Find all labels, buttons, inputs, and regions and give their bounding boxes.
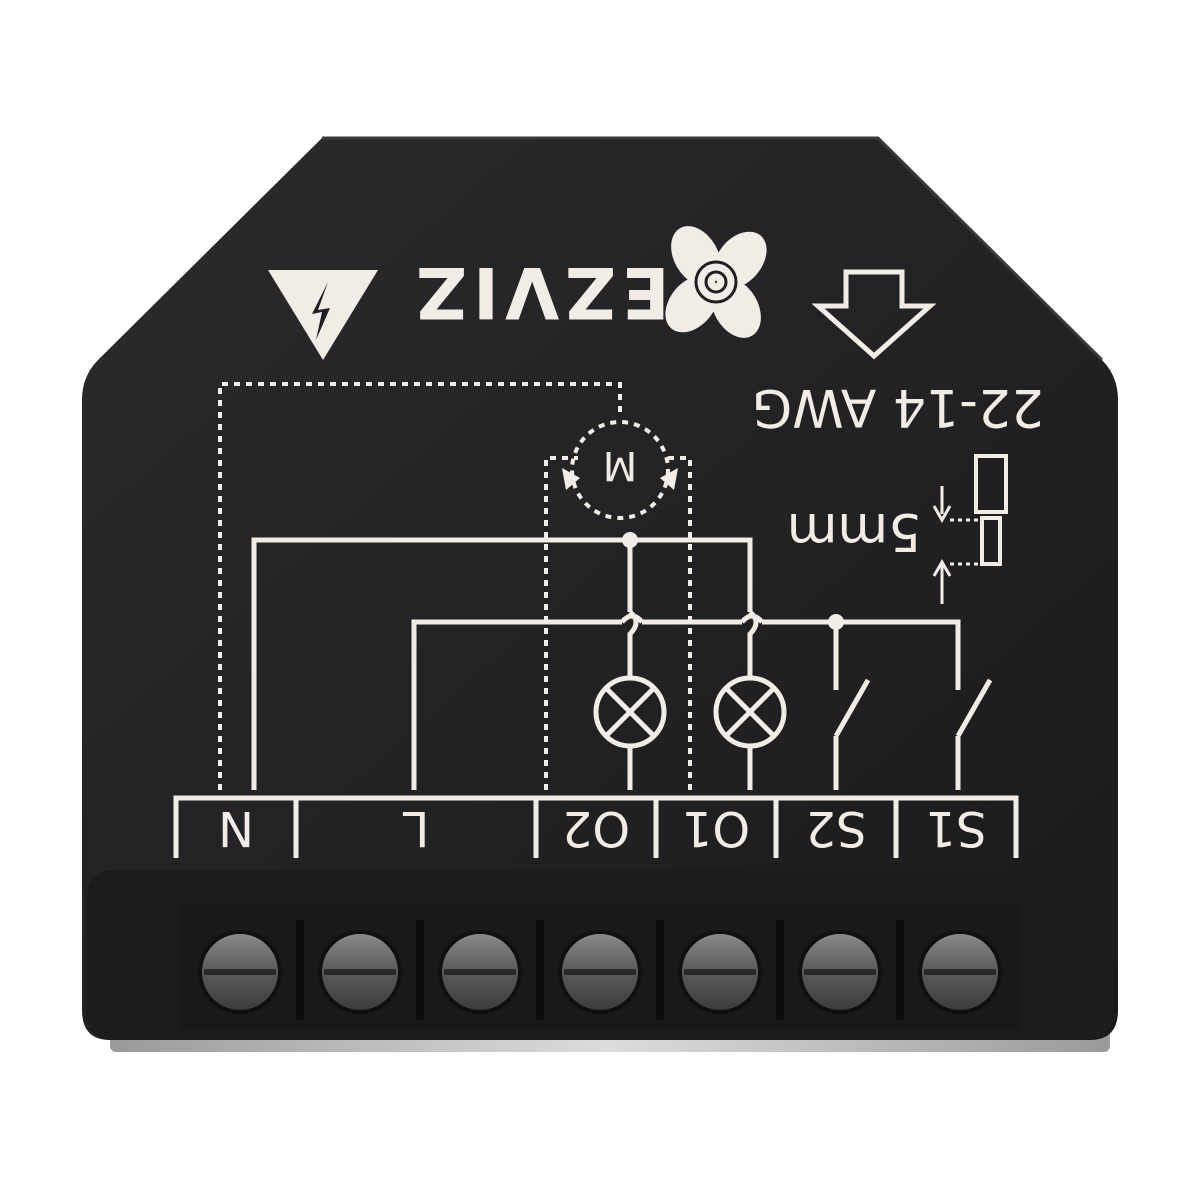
brand-logo-text: EZVIZ — [410, 251, 670, 333]
terminal-screw[interactable] — [918, 930, 1002, 1014]
terminal-label-l: L — [402, 800, 429, 856]
terminal-label-n: N — [218, 800, 254, 856]
high-voltage-warning-icon — [268, 270, 378, 360]
terminal-dividers — [296, 920, 904, 1020]
fan-logo-icon — [665, 226, 767, 338]
terminal-screw[interactable] — [558, 930, 642, 1014]
terminal-label-o2: O2 — [562, 800, 630, 856]
motor-icon — [570, 420, 670, 520]
terminal-label-frame — [173, 795, 1019, 858]
print-layer — [173, 226, 1019, 858]
terminal-screw[interactable] — [798, 930, 882, 1014]
motor-wiring — [218, 382, 692, 790]
terminal-label-o1: O1 — [682, 800, 750, 856]
terminal-screw[interactable] — [438, 930, 522, 1014]
printed-text: EZVIZ 22-14 AWG 5mm M N L O2 O1 S2 S1 — [218, 251, 1044, 856]
terminal-screw[interactable] — [318, 930, 402, 1014]
solid-wiring — [251, 537, 993, 790]
terminal-screw[interactable] — [678, 930, 762, 1014]
body-edge — [322, 136, 1104, 362]
motor-label: M — [603, 442, 638, 488]
terminal-label-s2: S2 — [805, 800, 866, 856]
wire-insert-arrow-icon — [811, 269, 937, 360]
terminal-screw[interactable] — [198, 930, 282, 1014]
strip-length-gauge — [932, 454, 1008, 604]
strip-length-label: 5mm — [787, 501, 921, 561]
terminal-label-s1: S1 — [925, 800, 986, 856]
lamp-icon — [713, 675, 787, 749]
terminal-screws — [198, 930, 1002, 1014]
wire-gauge-label: 22-14 AWG — [752, 377, 1044, 437]
lamp-icon — [593, 675, 667, 749]
device-body — [82, 138, 1118, 1040]
